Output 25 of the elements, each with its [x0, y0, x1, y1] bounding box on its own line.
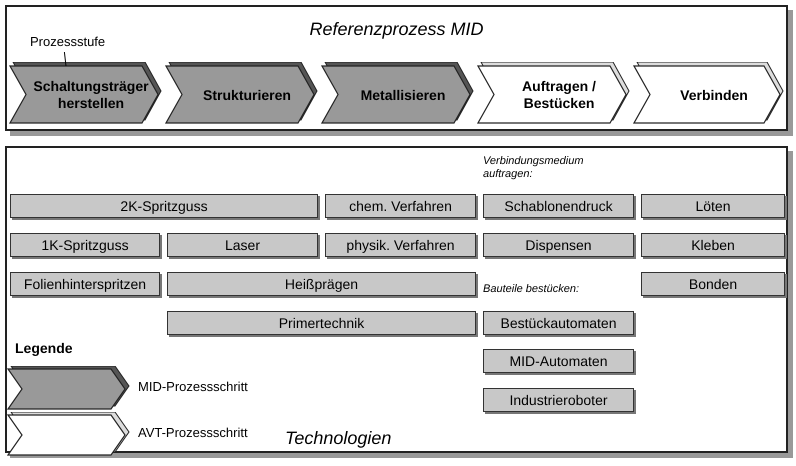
technology-box: Kleben — [641, 233, 785, 257]
technology-box: Heißprägen — [167, 272, 476, 296]
legend-heading: Legende — [15, 340, 73, 357]
section-note: Bauteile bestücken: — [483, 283, 580, 296]
technology-box: Bestückautomaten — [483, 311, 634, 335]
callout-text: Prozessstufe — [30, 34, 116, 51]
panel-heading: Technologien — [285, 428, 392, 449]
leader-line — [64, 52, 66, 66]
technology-box: MID-Automaten — [483, 349, 634, 373]
technology-box: Bonden — [641, 272, 785, 296]
technology-box: Löten — [641, 194, 785, 218]
legend-label: AVT-Prozessschritt — [138, 425, 248, 440]
technology-box: Schablonendruck — [483, 194, 634, 218]
technology-box: Dispensen — [483, 233, 634, 257]
technology-box: Laser — [167, 233, 318, 257]
legend-label: MID-Prozessschritt — [138, 379, 248, 394]
technology-box: physik. Verfahren — [325, 233, 476, 257]
section-note: Verbindungsmedium auftragen: — [483, 155, 584, 182]
technology-box: Folienhinterspritzen — [10, 272, 160, 296]
technology-box: Primertechnik — [167, 311, 476, 335]
technology-box: Industrieroboter — [483, 388, 634, 412]
technology-box: 2K-Spritzguss — [10, 194, 318, 218]
technology-box: chem. Verfahren — [325, 194, 476, 218]
panel-heading: Referenzprozess MID — [308, 19, 485, 40]
technology-box: 1K-Spritzguss — [10, 233, 160, 257]
